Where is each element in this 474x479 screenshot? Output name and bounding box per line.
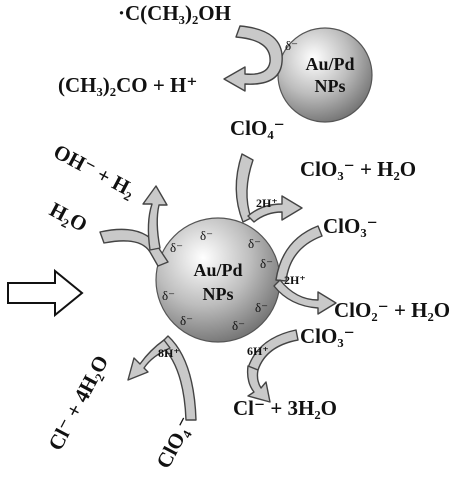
top-np-electron: δ⁻ xyxy=(285,38,298,53)
transition-arrow xyxy=(7,268,84,318)
perchlorate-bottom-label: ClO₄⁻ xyxy=(151,413,198,473)
electron-marker-1: δ⁻ xyxy=(200,228,213,243)
electron-marker-8: δ⁻ xyxy=(232,318,245,333)
eight-h-label: 8H⁺ xyxy=(158,346,180,360)
chloride-formation-arrow-left xyxy=(127,339,171,381)
two-h-label-2: 2H⁺ xyxy=(284,273,306,287)
water-reduction-arrow xyxy=(99,228,169,267)
chloride-product-left-label: Cl⁻ + 4H₂O xyxy=(43,351,113,454)
chlorate-right-2-label: ClO₃⁻ xyxy=(300,324,355,348)
electron-marker-3: δ⁻ xyxy=(248,236,261,251)
top-oxidation-arrow xyxy=(223,25,283,92)
acetone-label: (CH₃)₂CO + H⁺ xyxy=(58,73,197,97)
hydrogen-evolution-arrow xyxy=(142,185,168,251)
center-nanoparticle: Au/Pd NPs δ⁻ δ⁻ δ⁻ δ⁻ δ⁻ δ⁻ δ⁻ δ⁻ xyxy=(155,217,281,343)
center-np-sphere xyxy=(155,217,281,343)
electron-marker-6: δ⁻ xyxy=(255,300,268,315)
chlorite-formation-arrow xyxy=(273,279,337,315)
chlorate-right-1-label: ClO₃⁻ xyxy=(323,214,378,238)
center-np-label-1: Au/Pd xyxy=(193,260,242,280)
chlorate-product-top-label: ClO₃⁻ + H₂O xyxy=(300,157,416,181)
six-h-label: 6H⁺ xyxy=(247,344,269,358)
electron-marker-7: δ⁻ xyxy=(180,313,193,328)
electron-marker-4: δ⁻ xyxy=(260,256,273,271)
electron-marker-5: δ⁻ xyxy=(162,288,175,303)
top-nanoparticle: Au/Pd NPs δ⁻ xyxy=(277,27,373,123)
chlorate-formation-arrow-top xyxy=(247,195,303,223)
oh-h2-label: OH⁻ + H₂ xyxy=(50,139,140,202)
water-label: H₂O xyxy=(46,197,92,236)
two-h-label-1: 2H⁺ xyxy=(256,196,278,210)
radical-label: ·C(CH₃)₂OH xyxy=(118,1,231,25)
top-np-label-1: Au/Pd xyxy=(305,54,354,74)
electron-marker-2: δ⁻ xyxy=(170,240,183,255)
perchlorate-top-label: ClO₄⁻ xyxy=(230,116,285,140)
perchlorate-reduction-arrow-top xyxy=(235,153,254,223)
chloride-product-bottom-label: Cl⁻ + 3H₂O xyxy=(233,396,337,420)
chloride-formation-arrow-bottom xyxy=(246,365,271,403)
chlorite-product-label: ClO₂⁻ + H₂O xyxy=(334,298,450,322)
top-np-label-2: NPs xyxy=(315,76,346,96)
chlorate-reduction-arrow xyxy=(275,225,323,282)
center-np-label-2: NPs xyxy=(203,284,234,304)
